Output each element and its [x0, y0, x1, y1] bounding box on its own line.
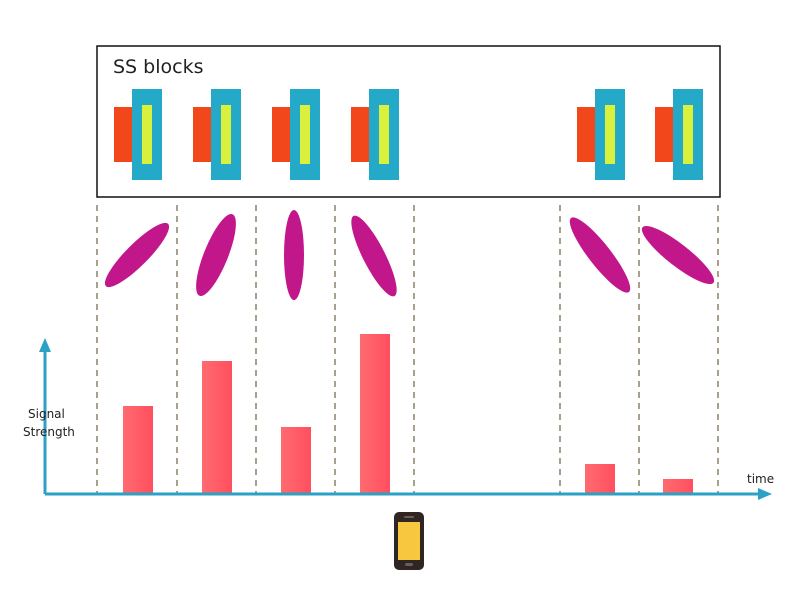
ss-block-3 [272, 89, 320, 180]
signal-bars [123, 334, 693, 493]
ss-block-yellow-part [300, 105, 310, 164]
ss-block-yellow-part [605, 105, 615, 164]
ss-block-1 [114, 89, 162, 180]
ss-block-4 [351, 89, 399, 180]
beam-lobe-6 [641, 225, 715, 285]
ss-block-2 [193, 89, 241, 180]
ss-block-yellow-part [221, 105, 231, 164]
ss-block-5 [577, 89, 625, 180]
x-axis-arrowhead [758, 488, 772, 500]
signal-bar-5 [585, 464, 615, 493]
phone-icon [394, 512, 424, 570]
ss-block-6 [655, 89, 703, 180]
phone-speaker [404, 516, 414, 518]
ss-blocks-title: SS blocks [113, 56, 203, 78]
beams [104, 210, 715, 300]
ss-block-yellow-part [379, 105, 389, 164]
y-axis-arrowhead [39, 338, 51, 352]
slot-dividers [96, 205, 719, 493]
signal-bar-3 [281, 427, 311, 493]
beam-lobe-3 [284, 210, 304, 300]
axes [39, 338, 772, 500]
y-axis-label-line-1: Signal [28, 407, 65, 421]
signal-bar-1 [123, 406, 153, 493]
signal-bar-2 [202, 361, 232, 493]
x-axis-label: time [747, 472, 774, 486]
beam-lobe-4 [351, 215, 397, 297]
signal-bar-6 [663, 479, 693, 493]
phone-screen [398, 522, 420, 560]
beam-lobe-5 [569, 217, 631, 293]
phone-home-button [405, 563, 413, 566]
beam-lobe-2 [196, 213, 236, 297]
beam-lobe-1 [104, 222, 170, 288]
y-axis-label-line-2: Strength [23, 425, 75, 439]
ss-block-yellow-part [142, 105, 152, 164]
signal-bar-4 [360, 334, 390, 493]
ss-block-yellow-part [683, 105, 693, 164]
